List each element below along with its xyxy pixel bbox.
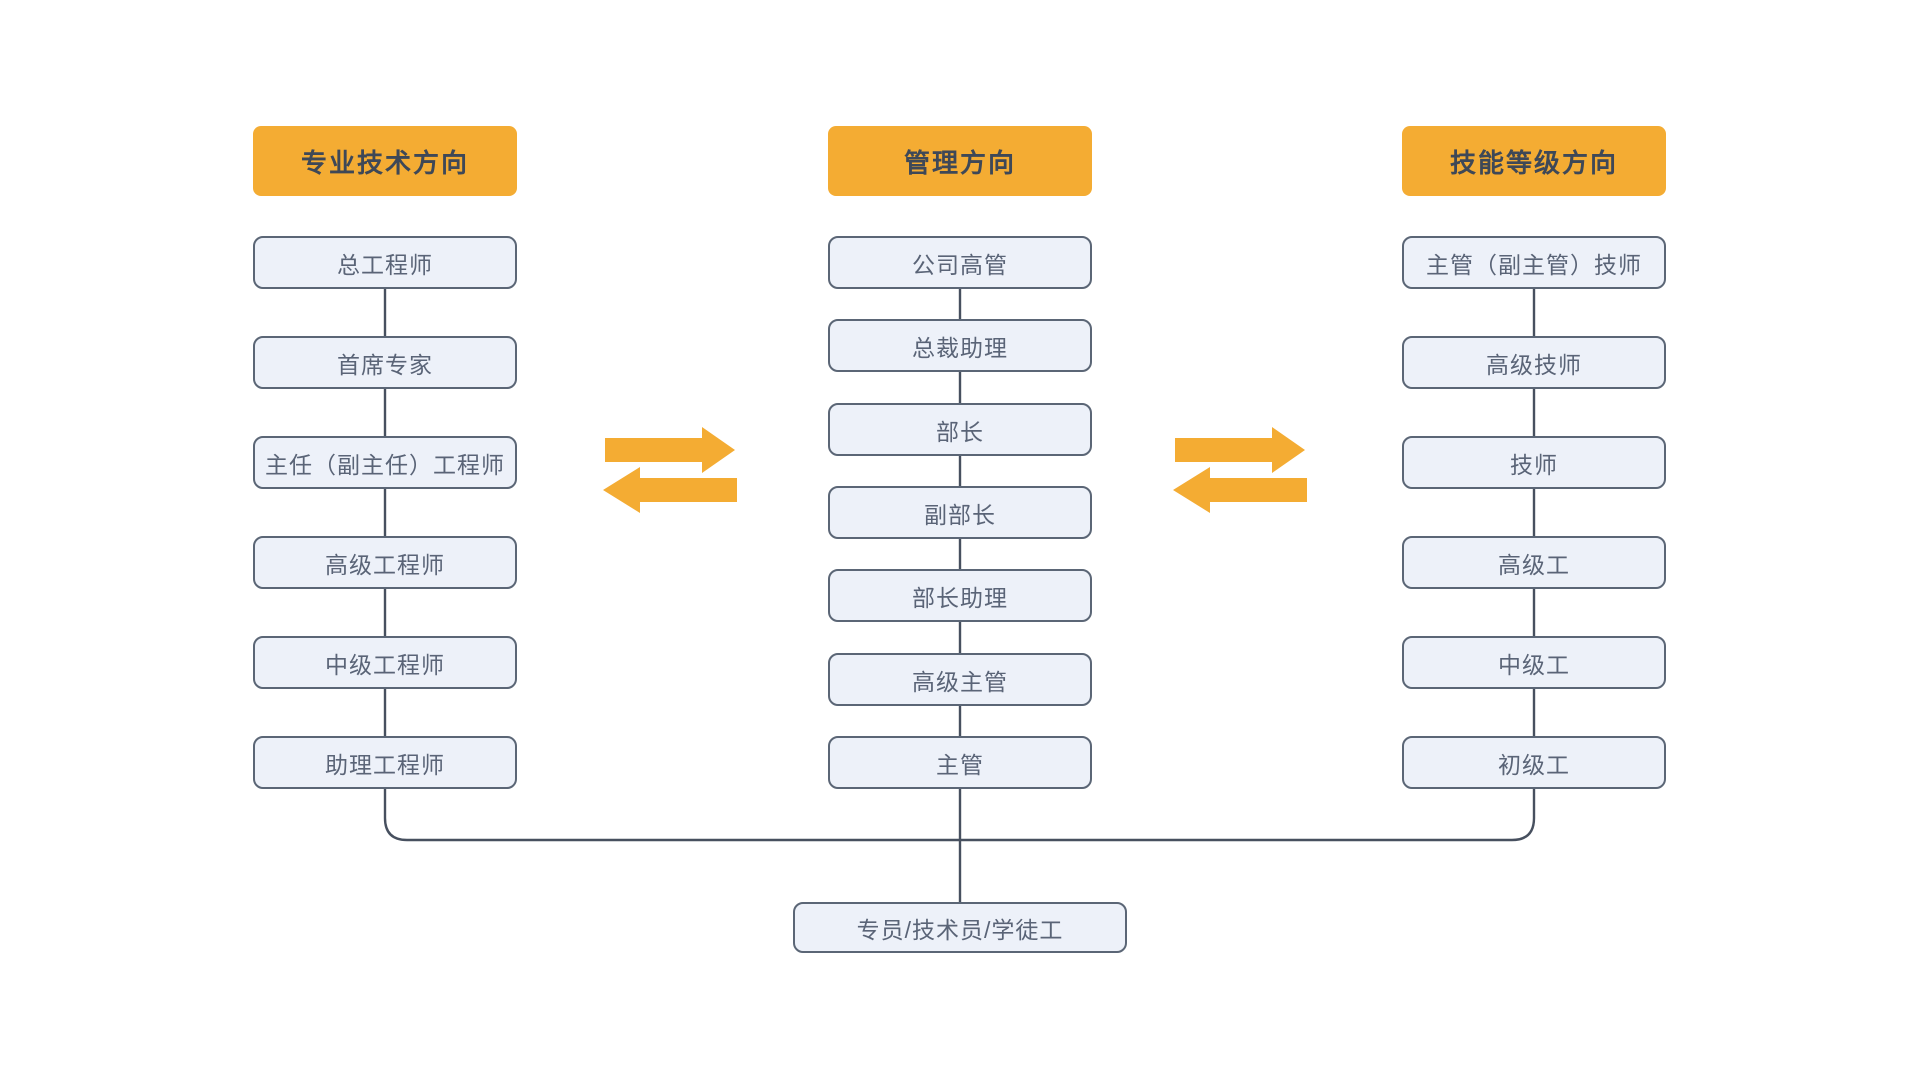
column-header-technical: 专业技术方向 — [253, 126, 517, 196]
career-node: 技师 — [1402, 436, 1666, 489]
career-node: 部长 — [828, 403, 1092, 456]
career-node: 主管 — [828, 736, 1092, 789]
career-node: 总裁助理 — [828, 319, 1092, 372]
career-node: 首席专家 — [253, 336, 517, 389]
swap-arrows-right-icon — [1173, 427, 1307, 513]
career-node: 中级工 — [1402, 636, 1666, 689]
career-node: 助理工程师 — [253, 736, 517, 789]
career-node: 初级工 — [1402, 736, 1666, 789]
career-node: 高级工程师 — [253, 536, 517, 589]
career-node: 高级主管 — [828, 653, 1092, 706]
career-node: 部长助理 — [828, 569, 1092, 622]
column-header-skill-level: 技能等级方向 — [1402, 126, 1666, 196]
career-node: 高级技师 — [1402, 336, 1666, 389]
career-node: 公司高管 — [828, 236, 1092, 289]
career-node: 主任（副主任）工程师 — [253, 436, 517, 489]
career-node: 总工程师 — [253, 236, 517, 289]
career-node: 副部长 — [828, 486, 1092, 539]
career-node: 主管（副主管）技师 — [1402, 236, 1666, 289]
swap-arrows-left-icon — [603, 427, 737, 513]
base-career-node: 专员/技术员/学徒工 — [793, 902, 1127, 953]
column-header-management: 管理方向 — [828, 126, 1092, 196]
career-node: 高级工 — [1402, 536, 1666, 589]
career-node: 中级工程师 — [253, 636, 517, 689]
